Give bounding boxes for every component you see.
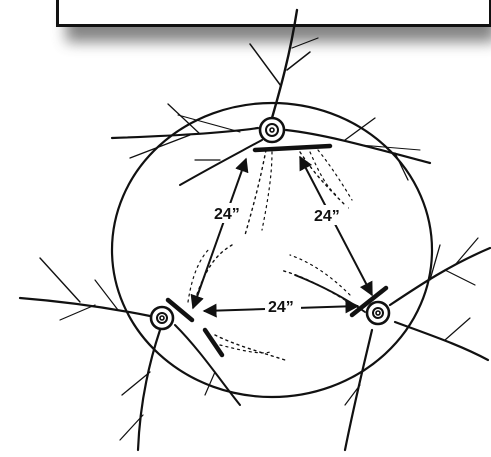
dimension-arrow-top-left (193, 159, 246, 308)
dimension-label-top-left: 24” (214, 206, 240, 223)
top-seedling (112, 10, 430, 235)
dimension-label-bottom: 24” (268, 299, 294, 316)
bottom-right-seedling (280, 238, 490, 450)
dimension-arrow-top-right (300, 157, 372, 295)
dimension-label-top-right: 24” (314, 208, 340, 225)
